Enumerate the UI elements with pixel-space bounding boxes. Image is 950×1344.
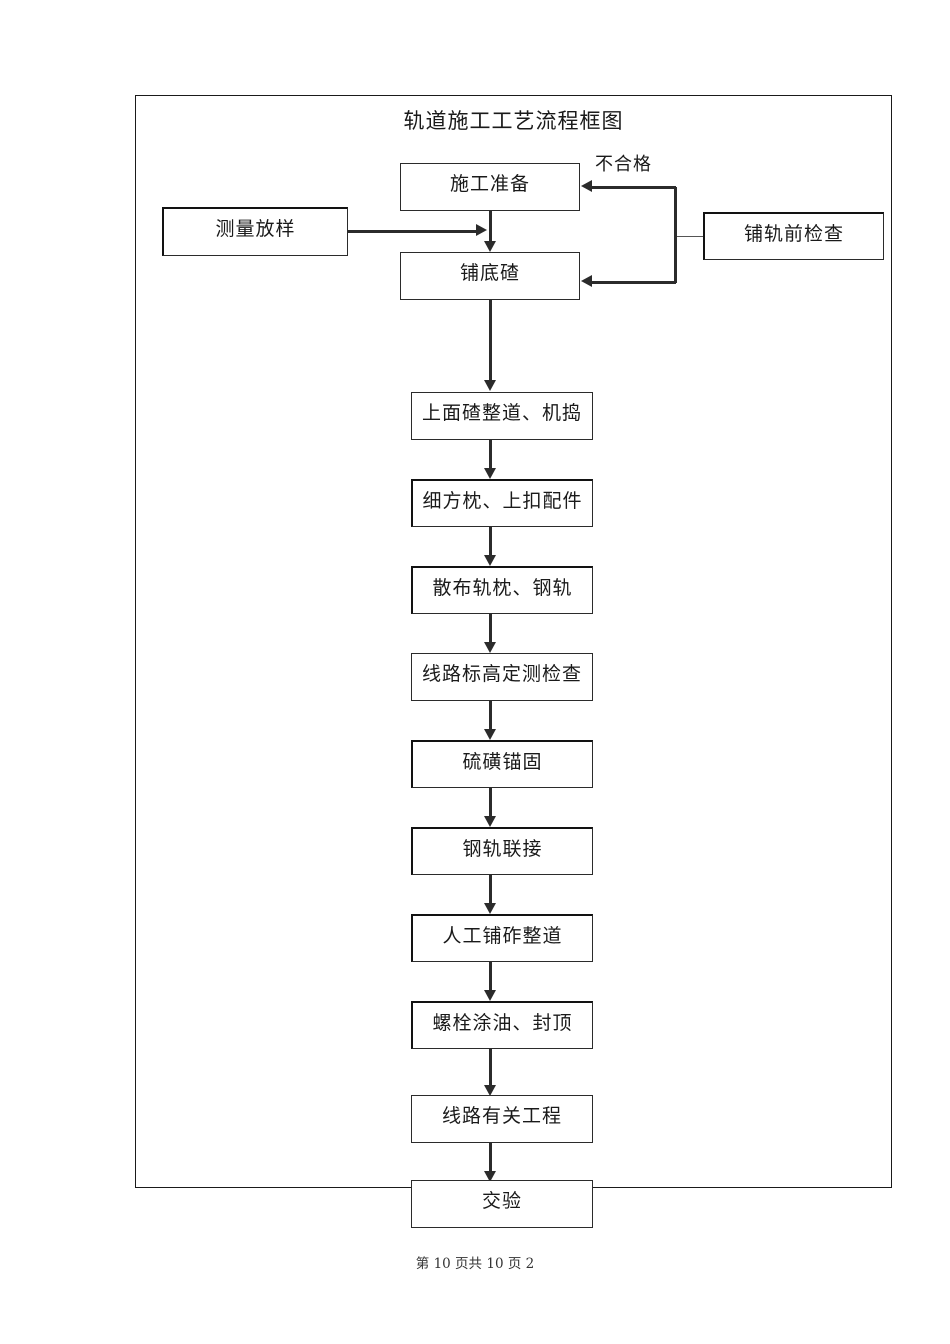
node-bolt[interactable]: 螺栓涂油、封顶 [411,1001,593,1049]
edge-manual-to-bolt [489,962,492,990]
edge-prep-to-ballast [489,211,492,241]
page-footer: 第 10 页共 10 页 2 [415,1256,535,1272]
edge-sleeper-to-spread [489,527,492,555]
arrowhead-railjoin-to-manual [483,903,496,914]
arrowhead-spread-to-elevation [483,642,496,653]
arrowhead-topballast-to-sleeper [483,468,496,479]
node-elevation[interactable]: 线路标高定测检查 [411,653,593,701]
node-spread[interactable]: 散布轨枕、钢轨 [411,566,593,614]
edge-precheck-to-trunk [675,236,703,238]
arrowhead-survey-to-ballast [476,224,487,236]
edge-survey-to-ballast [348,230,476,233]
node-prep[interactable]: 施工准备 [400,163,580,211]
arrowhead-feedback-to-ballast [581,275,592,287]
arrowhead-feedback-to-prep [581,180,592,192]
edge-feedback-trunk [674,187,677,283]
page-title: 轨道施工工艺流程框图 [403,109,624,133]
node-precheck[interactable]: 铺轨前检查 [703,212,884,260]
node-related[interactable]: 线路有关工程 [411,1095,593,1143]
arrowhead-prep-to-ballast [483,241,496,252]
edge-ballast-to-topballast [489,300,492,380]
edge-label-reject: 不合格 [595,154,652,175]
arrowhead-manual-to-bolt [483,990,496,1001]
arrowhead-sleeper-to-spread [483,555,496,566]
node-sulphur[interactable]: 硫磺锚固 [411,740,593,788]
edge-spread-to-elevation [489,614,492,642]
arrowhead-ballast-to-topballast [483,380,496,391]
node-ballast[interactable]: 铺底碴 [400,252,580,300]
edge-related-to-handover [489,1143,492,1171]
edge-feedback-to-prep [592,186,676,189]
arrowhead-elevation-to-sulphur [483,729,496,740]
edge-sulphur-to-railjoin [489,788,492,816]
node-handover[interactable]: 交验 [411,1180,593,1228]
node-railjoin[interactable]: 钢轨联接 [411,827,593,875]
arrowhead-bolt-to-related [483,1085,496,1096]
edge-topballast-to-sleeper [489,440,492,468]
edge-railjoin-to-manual [489,875,492,903]
edge-bolt-to-related [489,1049,492,1085]
node-sleeper[interactable]: 细方枕、上扣配件 [411,479,593,527]
node-survey[interactable]: 测量放样 [162,207,348,256]
arrowhead-related-to-handover [483,1171,496,1182]
arrowhead-sulphur-to-railjoin [483,816,496,827]
node-topballast[interactable]: 上面碴整道、机捣 [411,392,593,440]
edge-feedback-to-ballast [592,281,676,284]
node-manual[interactable]: 人工铺砟整道 [411,914,593,962]
edge-elevation-to-sulphur [489,701,492,729]
